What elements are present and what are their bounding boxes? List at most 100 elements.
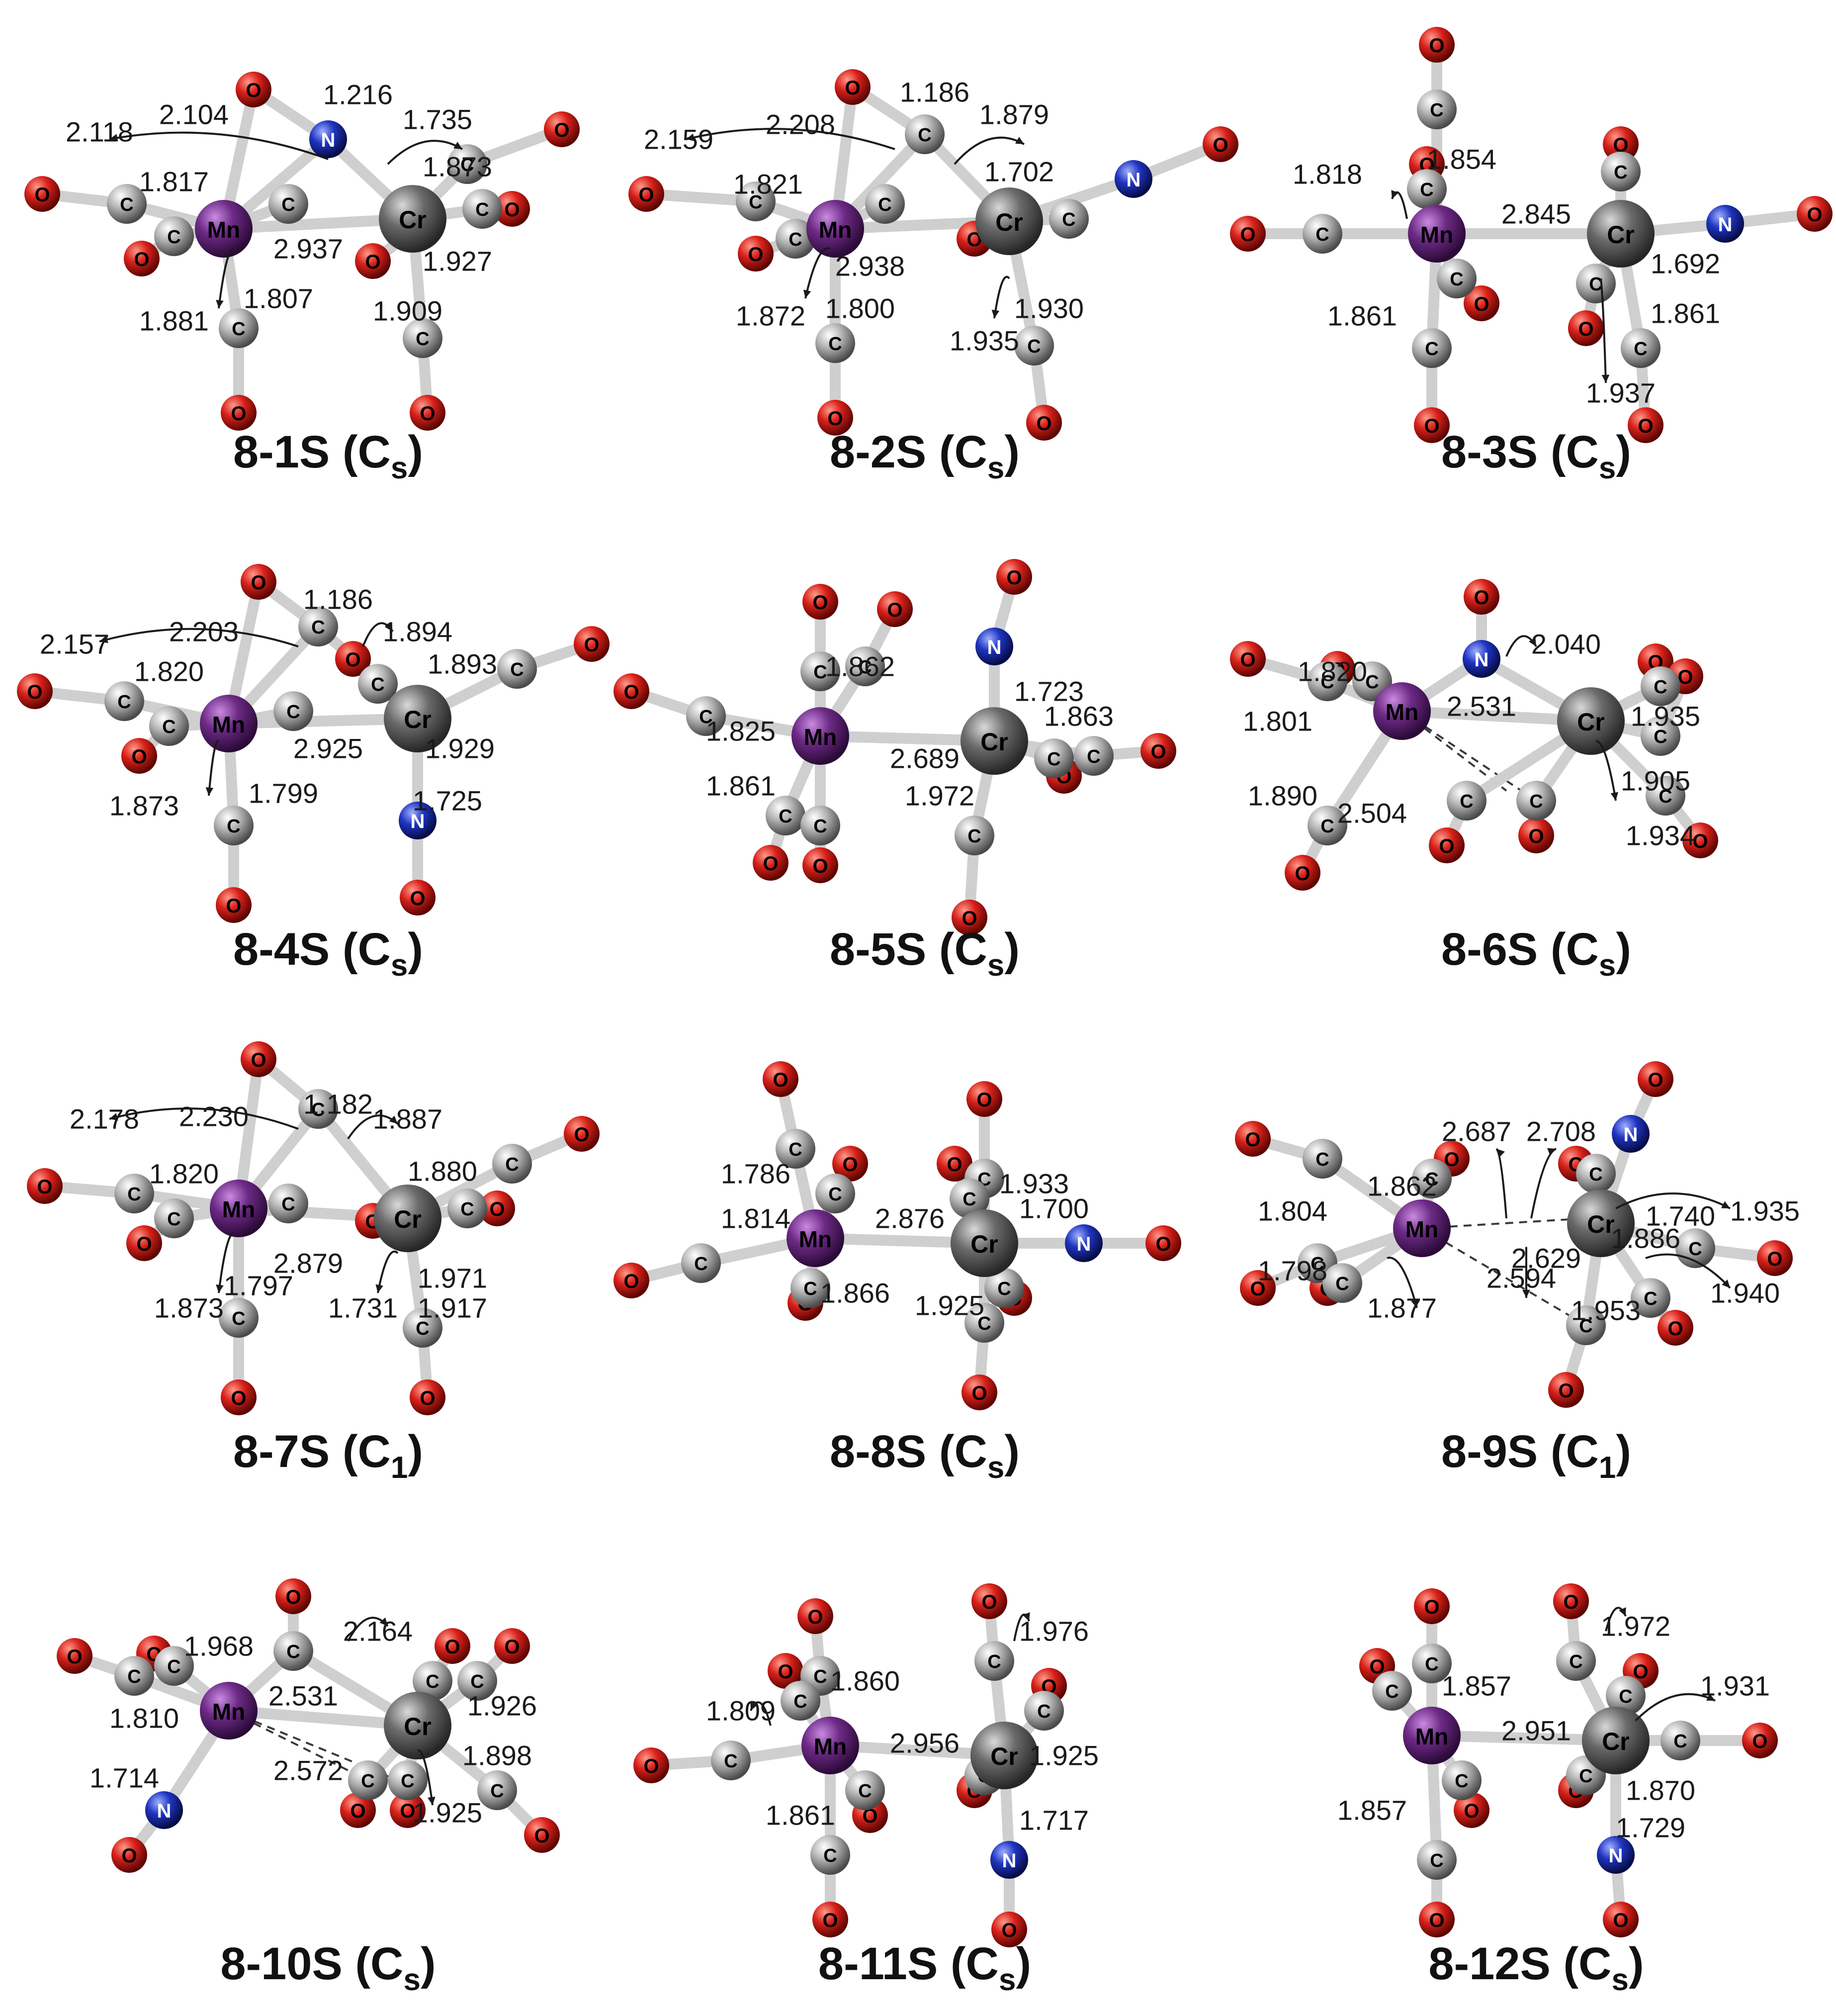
atom-label: O — [136, 1233, 152, 1255]
arrowhead-icon — [99, 636, 108, 643]
c-atom — [1024, 1691, 1064, 1731]
mn-atom — [791, 707, 849, 765]
n-atom — [1706, 205, 1744, 243]
atom-label: C — [1644, 1288, 1657, 1309]
n-atom — [1612, 1115, 1650, 1153]
o-atom — [613, 1263, 649, 1298]
c-atom — [1412, 328, 1452, 368]
n-atom — [399, 802, 437, 839]
o-atom — [628, 176, 664, 212]
bond-distance-label: 1.740 — [1646, 1200, 1715, 1232]
atom-label: C — [1425, 1169, 1438, 1190]
atom-label: C — [1335, 1274, 1349, 1294]
atom-label: C — [813, 662, 827, 683]
bond-distance-label: 2.937 — [273, 233, 343, 265]
bond-distance-label: 2.104 — [159, 99, 229, 130]
o-atom — [1553, 1583, 1589, 1619]
cr-atom — [975, 187, 1043, 255]
o-atom — [1414, 407, 1450, 443]
c-atom — [1621, 328, 1661, 368]
bond-distance-label: 1.817 — [139, 166, 209, 197]
atom-label: O — [226, 895, 241, 917]
atom-label: C — [694, 1254, 707, 1275]
bond-distance-label: 2.687 — [1442, 1116, 1511, 1147]
atom-label: C — [1579, 1766, 1592, 1787]
bond-distance-label: 1.934 — [1626, 820, 1695, 851]
bond-distance-label: 1.861 — [766, 1800, 835, 1831]
bond-distance-label: 1.786 — [721, 1158, 790, 1190]
atom-label: O — [623, 1271, 639, 1292]
o-atom — [435, 1628, 470, 1664]
o-atom — [1757, 1240, 1793, 1276]
atom-label: C — [505, 1154, 519, 1175]
c-atom — [104, 681, 144, 721]
o-atom — [390, 1792, 426, 1828]
c-atom — [1372, 1671, 1412, 1711]
atom-label: C — [475, 199, 489, 220]
distance-arrow — [1615, 1192, 1731, 1209]
c-atom — [114, 1174, 154, 1213]
c-atom — [1641, 666, 1680, 706]
o-atom — [763, 1061, 798, 1097]
o-atom — [524, 1817, 560, 1853]
bond-distance-label: 1.861 — [706, 770, 776, 802]
atom-label: O — [67, 1646, 82, 1668]
c-atom — [905, 114, 945, 154]
o-atom — [817, 400, 853, 436]
atom-label: O — [812, 855, 828, 877]
c-atom — [403, 1308, 442, 1348]
bond-distance-label: 2.230 — [179, 1101, 249, 1132]
atom-label: O — [842, 1154, 858, 1176]
atom-label: O — [623, 681, 639, 703]
arrowhead-icon — [385, 623, 393, 632]
bond-distance-label: 1.702 — [984, 156, 1054, 187]
c-atom — [1566, 1305, 1606, 1345]
distance-arrow — [99, 628, 299, 647]
o-atom — [1429, 827, 1465, 863]
mn-atom — [195, 200, 253, 258]
o-atom — [962, 1375, 997, 1410]
atom-label: N — [1475, 649, 1489, 671]
atom-label: C — [416, 1318, 429, 1339]
panel-8-6s: OOOOOOOOONCCCCCCCCMnCr2.0401.8201.9351.8… — [1230, 579, 1718, 983]
structure-title: 8-9S (C1) — [1441, 1426, 1631, 1485]
atom-label: C — [962, 1189, 976, 1210]
o-atom — [797, 1598, 833, 1634]
cr-atom — [951, 1209, 1018, 1277]
bond-distance-label: 2.159 — [644, 124, 713, 155]
atom-label: N — [1609, 1845, 1623, 1867]
bond-distance-label: 1.880 — [408, 1156, 477, 1187]
c-atom — [447, 1189, 487, 1228]
atom-label: C — [1579, 1316, 1592, 1337]
bond-distance-label: 1.976 — [1019, 1616, 1089, 1647]
arrowhead-icon — [1619, 1607, 1626, 1616]
bond-distance-label: 1.820 — [149, 1158, 219, 1190]
atom-label: C — [788, 1139, 802, 1160]
atom-label: C — [1320, 672, 1334, 693]
arrowhead-icon — [1015, 137, 1024, 144]
atom-label: C — [1673, 1731, 1687, 1752]
c-atom — [298, 607, 338, 646]
c-atom — [298, 1089, 338, 1129]
bond-distance-label: 1.886 — [1611, 1223, 1680, 1254]
arrowhead-icon — [686, 133, 695, 141]
bond-distance-label: 1.968 — [184, 1631, 254, 1662]
weak-interaction-line — [228, 1710, 398, 1781]
distance-arrow — [1645, 1253, 1731, 1289]
c-atom — [273, 691, 313, 731]
o-atom — [111, 1837, 147, 1873]
atom-label: Mn — [1386, 699, 1418, 725]
c-atom — [1034, 738, 1074, 778]
n-atom — [1597, 1836, 1635, 1874]
atom-label: Mn — [1420, 222, 1453, 248]
bond-distance-label: 1.887 — [373, 1103, 442, 1135]
atom-label: C — [724, 1751, 737, 1772]
o-atom — [1230, 641, 1266, 677]
atom-label: O — [1692, 830, 1708, 852]
atom-label: Cr — [995, 208, 1023, 236]
atom-label: C — [1455, 1771, 1468, 1792]
bond-distance-label: 1.873 — [423, 151, 492, 183]
atom-label: O — [444, 1636, 460, 1658]
atom-label: O — [1240, 649, 1255, 671]
mn-atom — [806, 200, 864, 258]
